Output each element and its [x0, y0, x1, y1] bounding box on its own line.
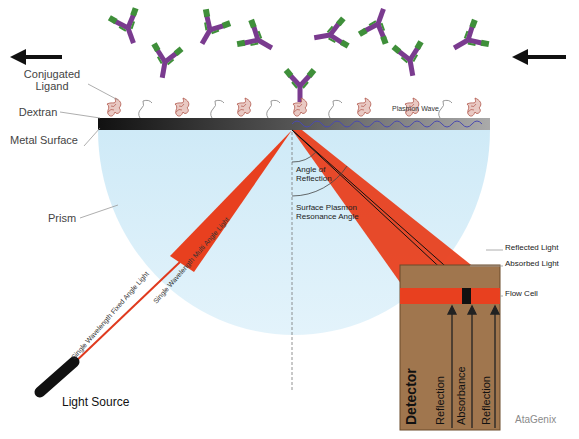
signal-label: Absorbance [455, 366, 467, 425]
annotation-label: Prism [44, 212, 80, 224]
annotation-label: Absorbed Light [505, 260, 559, 269]
detector-title: Detector [404, 368, 419, 425]
detector-box: Detector Reflection Absorbance Reflection [400, 265, 500, 430]
annotation-label: Reflected Light [505, 244, 558, 253]
signal-label: Reflection [434, 376, 446, 425]
annotation-label: Flow Cell [505, 290, 538, 299]
annotation-label: Metal Surface [4, 134, 84, 146]
annotation-label: Plasmon Wave [392, 105, 439, 113]
annotation-label: Angle of Reflection [296, 166, 348, 184]
annotation-label: Single Wavelength Fixed Angle Light [70, 270, 150, 361]
signal-label: Reflection [480, 376, 492, 425]
annotation-label: Surface Plasmon Resonance Angle [296, 204, 362, 222]
annotation-label: Light Source [62, 396, 129, 409]
annotation-label: Dextran [14, 106, 62, 118]
annotation-label: Conjugated Ligand [14, 68, 90, 92]
annotation-label: AtaGenix [515, 414, 556, 425]
